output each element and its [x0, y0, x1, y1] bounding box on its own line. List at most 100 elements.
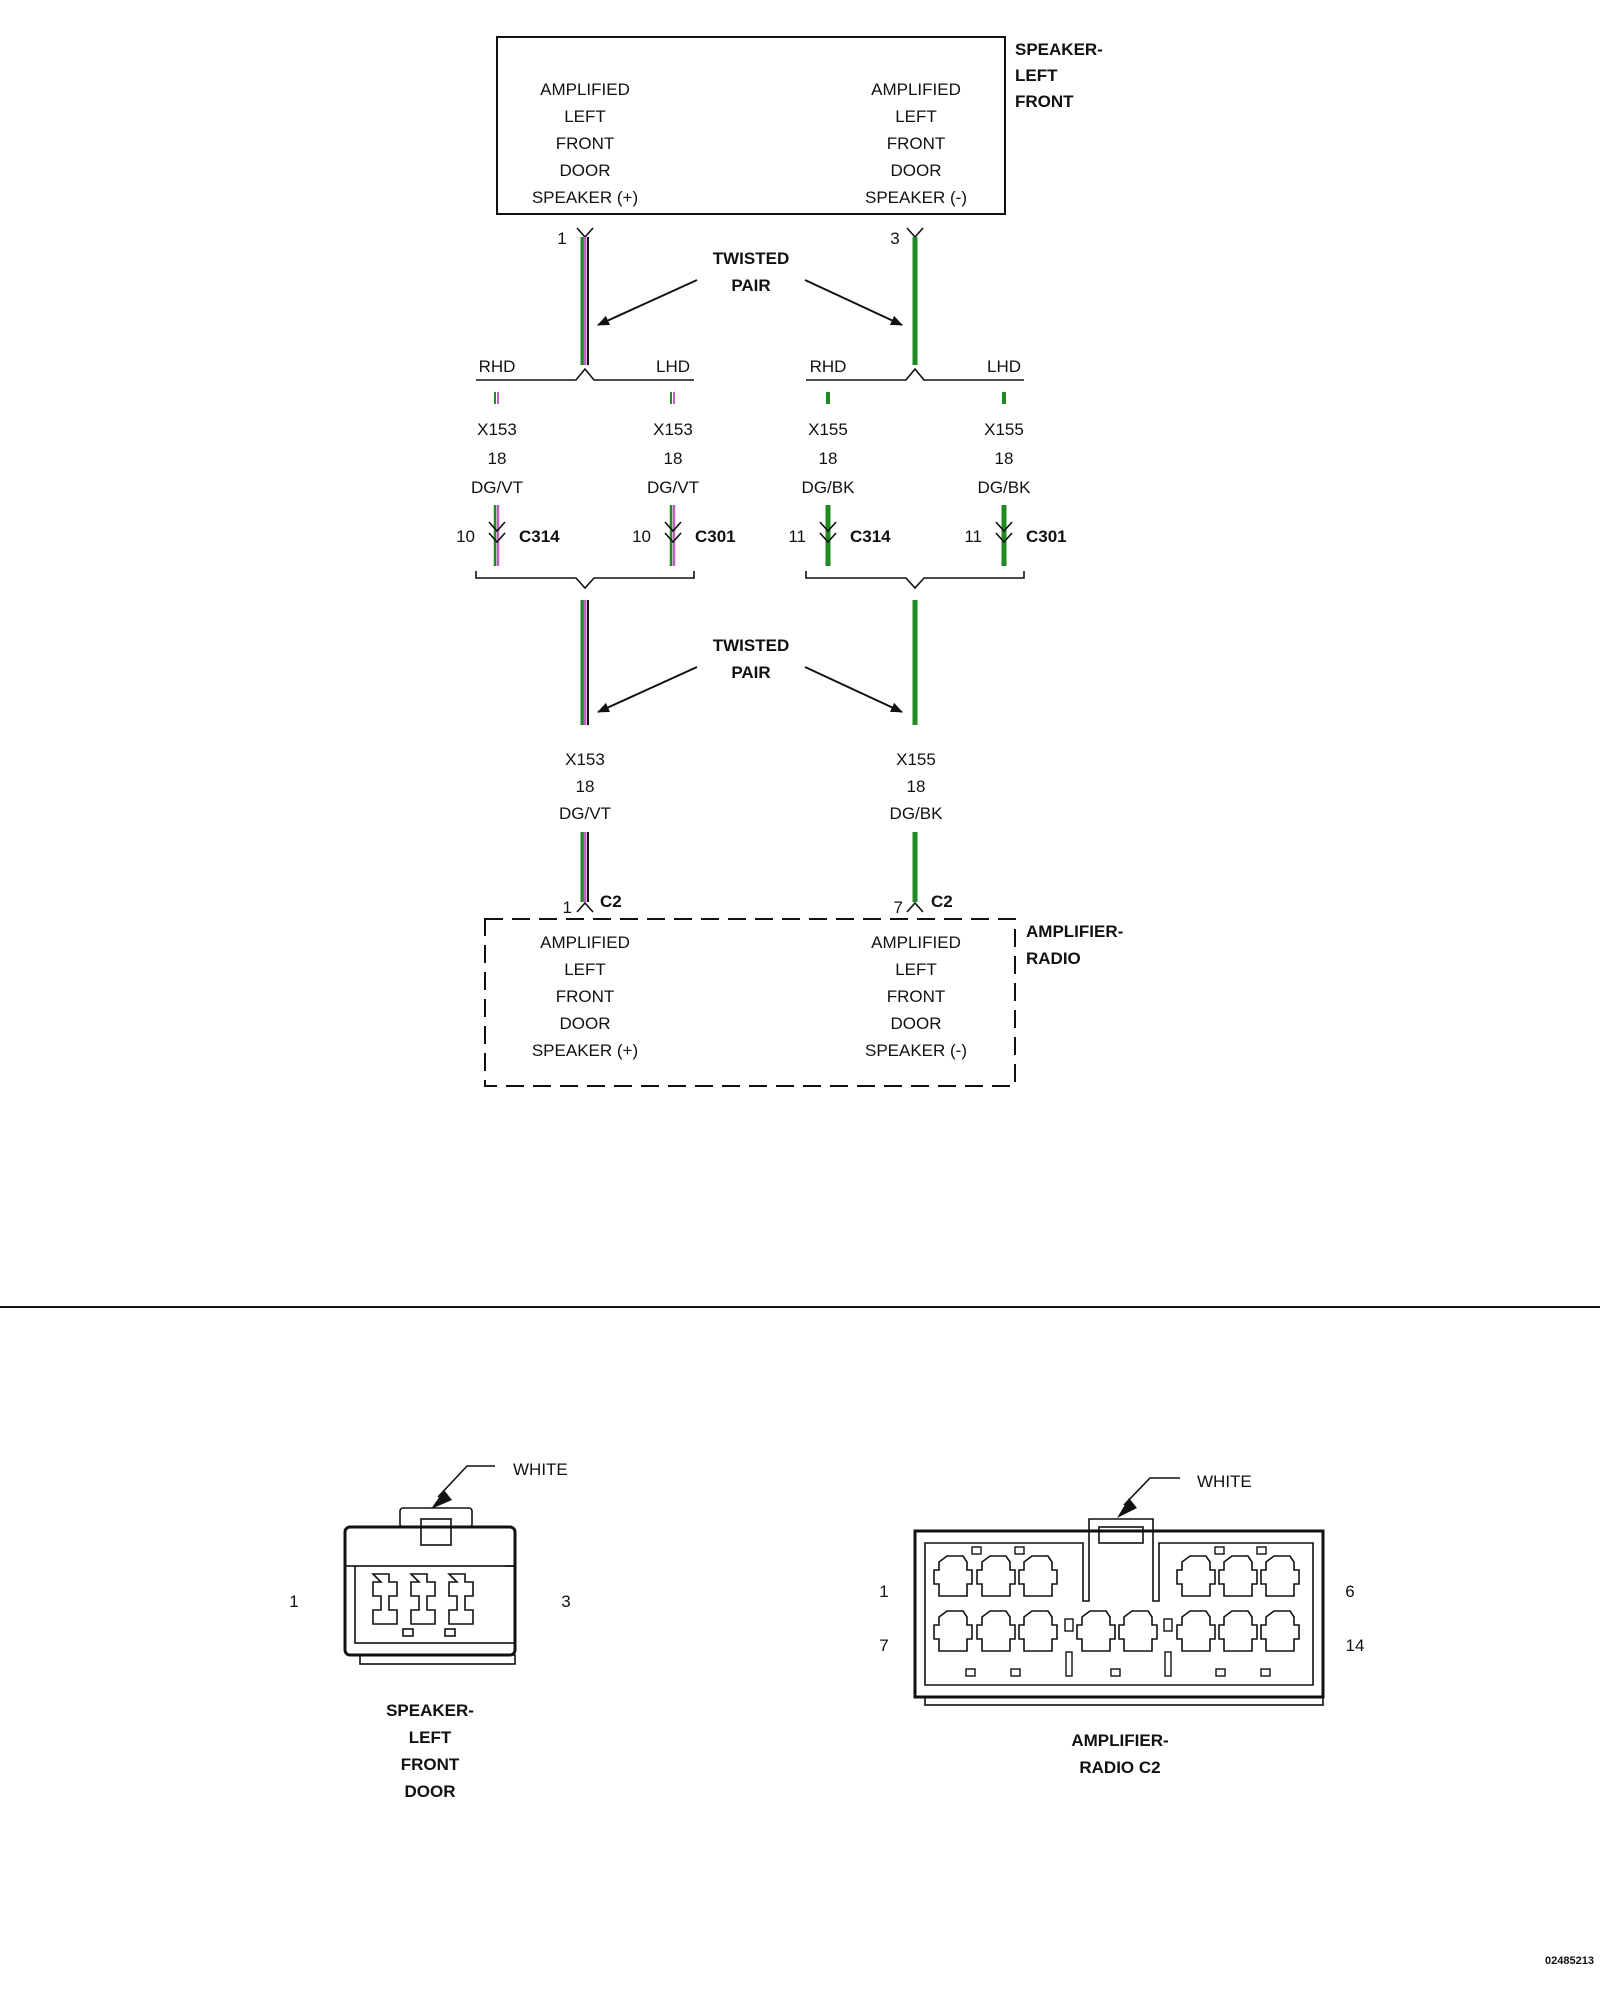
amp-top-latch-3: [1214, 1546, 1225, 1555]
amp-cavity-12: [1176, 1610, 1216, 1652]
speaker-terminal-1-symbol: [576, 227, 594, 239]
amp-cavity-7: [933, 1610, 973, 1652]
amp-top-latch-4: [1256, 1546, 1267, 1555]
svg-text:LEFT: LEFT: [1015, 66, 1058, 85]
amp-pin-left-label: AMPLIFIED LEFT FRONT DOOR SPEAKER (+): [532, 933, 638, 1060]
amp-cavity-9: [1018, 1610, 1058, 1652]
svg-text:C314: C314: [519, 527, 560, 546]
amp-top-latch-1: [971, 1546, 982, 1555]
svg-text:AMPLIFIED: AMPLIFIED: [871, 933, 961, 952]
branch-rhd-x153: X153 18 DG/VT 10 C314: [456, 392, 560, 566]
svg-text:PAIR: PAIR: [731, 663, 770, 682]
amp-bottom-latch-1: [965, 1668, 976, 1677]
svg-text:DOOR: DOOR: [891, 1014, 942, 1033]
svg-text:TWISTED: TWISTED: [713, 636, 790, 655]
svg-text:DG/VT: DG/VT: [559, 804, 611, 823]
white-callout-arrow-speaker: [431, 1490, 452, 1509]
speaker-connector-pin-1: 1: [289, 1592, 298, 1611]
merge-brace-left: [475, 571, 695, 590]
svg-text:DG/BK: DG/BK: [890, 804, 944, 823]
svg-text:SPEAKER-: SPEAKER-: [386, 1701, 474, 1720]
amp-cavity-4: [1176, 1555, 1216, 1597]
amp-bottom-latch-3: [1110, 1668, 1121, 1677]
svg-text:X153: X153: [653, 420, 693, 439]
amp-connector-c2-right: C2: [931, 892, 953, 911]
amp-key-notch-2: [1163, 1618, 1173, 1632]
svg-text:C314: C314: [850, 527, 891, 546]
amp-cavity-6: [1260, 1555, 1300, 1597]
branch-lhd-x155: X155 18 DG/BK 11 C301: [964, 392, 1067, 566]
twisted-pair-arrow-left-lower: [597, 666, 698, 713]
speaker-connector-inner: [354, 1565, 516, 1644]
svg-text:FRONT: FRONT: [887, 987, 946, 1006]
wire-lower-x153: [580, 600, 589, 725]
svg-text:LEFT: LEFT: [895, 960, 937, 979]
speaker-cavity-3: [447, 1573, 474, 1625]
lower-x155-label: X155 18 DG/BK: [890, 750, 944, 823]
amp-bottom-latch-5: [1260, 1668, 1271, 1677]
svg-text:LEFT: LEFT: [409, 1728, 452, 1747]
twisted-pair-arrow-right: [804, 279, 903, 326]
amp-connector-inner: [924, 1518, 1314, 1686]
svg-text:SPEAKER-: SPEAKER-: [1015, 40, 1103, 59]
amp-connector-color-label: WHITE: [1197, 1472, 1252, 1491]
svg-text:DG/VT: DG/VT: [647, 478, 699, 497]
white-callout-leader-amp: [1123, 1477, 1180, 1506]
wire-upper-x153: [580, 237, 589, 365]
speaker-terminal-3-symbol: [906, 227, 924, 239]
svg-text:DOOR: DOOR: [560, 1014, 611, 1033]
svg-text:18: 18: [576, 777, 595, 796]
split-brace-right: [806, 367, 1024, 381]
white-callout-leader-speaker: [437, 1465, 495, 1498]
branch-lhd-x153: X153 18 DG/VT 10 C301: [632, 392, 736, 566]
speaker-connector-base: [359, 1654, 516, 1665]
svg-text:10: 10: [632, 527, 651, 546]
amp-key-rib-1: [1065, 1651, 1073, 1677]
svg-text:X153: X153: [565, 750, 605, 769]
split-brace-left: [476, 367, 694, 381]
amp-connector-pin-6: 6: [1345, 1582, 1354, 1601]
amp-bottom-latch-2: [1010, 1668, 1021, 1677]
svg-text:AMPLIFIER-: AMPLIFIER-: [1026, 922, 1123, 941]
svg-text:18: 18: [995, 449, 1014, 468]
amp-cavity-1: [933, 1555, 973, 1597]
svg-text:DOOR: DOOR: [405, 1782, 456, 1801]
svg-text:LEFT: LEFT: [564, 960, 606, 979]
svg-text:DG/BK: DG/BK: [802, 478, 856, 497]
amplifier-title: AMPLIFIER- RADIO: [1026, 922, 1123, 968]
svg-text:X155: X155: [896, 750, 936, 769]
svg-text:FRONT: FRONT: [887, 134, 946, 153]
svg-text:18: 18: [488, 449, 507, 468]
svg-text:RADIO C2: RADIO C2: [1079, 1758, 1160, 1777]
speaker-connector-caption: SPEAKER- LEFT FRONT DOOR: [386, 1701, 474, 1801]
amp-connector-base: [924, 1696, 1324, 1706]
svg-text:FRONT: FRONT: [556, 134, 615, 153]
amp-connector-lock: [1098, 1526, 1144, 1544]
amp-cavity-10: [1076, 1610, 1116, 1652]
svg-text:10: 10: [456, 527, 475, 546]
svg-text:AMPLIFIED: AMPLIFIED: [540, 933, 630, 952]
amp-terminal-1-symbol: [576, 901, 594, 913]
svg-text:X155: X155: [984, 420, 1024, 439]
figure-number: 02485213: [1545, 1955, 1594, 1967]
amp-key-notch-1: [1064, 1618, 1074, 1632]
speaker-connector-body: [343, 1525, 517, 1657]
amp-connector-caption: AMPLIFIER- RADIO C2: [1071, 1731, 1168, 1777]
speaker-connector-latch: [399, 1507, 473, 1528]
amp-cavity-8: [976, 1610, 1016, 1652]
svg-text:FRONT: FRONT: [556, 987, 615, 1006]
amp-pin-7: 7: [894, 898, 903, 917]
speaker-pin-left-label: AMPLIFIED LEFT FRONT DOOR SPEAKER (+): [532, 80, 638, 207]
amp-cavity-2: [976, 1555, 1016, 1597]
speaker-pin-1: 1: [557, 229, 566, 248]
rhd-label-right: RHD: [810, 357, 847, 376]
svg-text:SPEAKER (+): SPEAKER (+): [532, 188, 638, 207]
svg-text:SPEAKER (-): SPEAKER (-): [865, 1041, 967, 1060]
speaker-title: SPEAKER- LEFT FRONT: [1015, 40, 1103, 111]
amp-bottom-latch-4: [1215, 1668, 1226, 1677]
svg-text:DOOR: DOOR: [560, 161, 611, 180]
svg-text:18: 18: [907, 777, 926, 796]
white-callout-arrow-amp: [1117, 1498, 1137, 1518]
svg-text:11: 11: [964, 527, 982, 546]
